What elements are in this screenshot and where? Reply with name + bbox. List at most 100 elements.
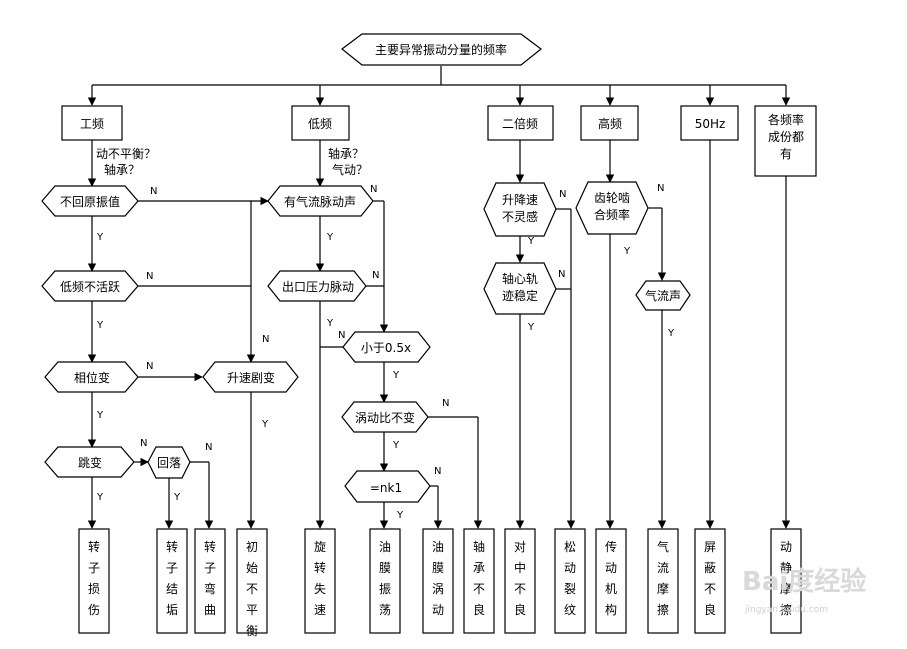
result-label: 转子结垢: [166, 539, 178, 617]
edge-label-yes: Y: [96, 410, 104, 421]
result-box-frame: [595, 528, 627, 634]
watermark-url: jingyan.baidu.com: [744, 605, 828, 615]
result-oil-whirl: 油膜涡动: [422, 528, 454, 634]
result-rotor-damage: 转子损伤: [78, 528, 110, 634]
result-boxes: 转子损伤转子结垢转子弯曲初始不平衡旋转失速油膜振荡油膜涡动轴承不良对中不良松动裂…: [78, 528, 802, 638]
result-label: 初始不平衡: [246, 540, 258, 638]
branch-low-freq: 低频: [291, 105, 350, 141]
note-power-freq-2: 轴承？: [104, 162, 140, 177]
connector-lines: [87, 66, 791, 529]
edge-label-yes: Y: [326, 318, 334, 329]
edge-label-no: N: [434, 466, 441, 477]
result-box-frame: [369, 528, 401, 634]
edge-label-no: N: [442, 398, 449, 409]
result-box-frame: [463, 528, 495, 634]
decision-speed-up: 升速剧变: [202, 361, 299, 393]
edge-label-no: N: [205, 442, 212, 453]
edge-label-yes: Y: [326, 232, 334, 243]
branch-50hz: 50Hz: [680, 105, 739, 141]
decision-less-half: 小于0.5x: [342, 331, 431, 363]
decision-air-sound: 气流声: [635, 280, 691, 311]
result-box-frame: [78, 528, 110, 634]
edge-label-yes: Y: [96, 232, 104, 243]
root-node: 主要异常振动分量的频率: [341, 33, 542, 66]
branch-low-freq-label: 低频: [308, 117, 332, 131]
result-label: 油膜振荡: [379, 540, 391, 617]
decision-whirl-ratio: 涡动比不变: [341, 401, 429, 433]
watermark-brand: Bai度经验: [742, 566, 866, 597]
decision-axis-stable-label: 轴心轨迹稳定: [502, 271, 538, 303]
result-rotor-bend: 转子弯曲: [194, 528, 226, 634]
edge-label-yes: Y: [392, 370, 400, 381]
result-initial-unbalance: 初始不平衡: [236, 528, 268, 638]
edge-label-no: N: [370, 184, 377, 195]
decision-phase-change-label: 相位变: [74, 370, 110, 385]
decision-outlet-pulse-label: 出口压力脉动: [282, 279, 354, 294]
result-transmission: 传动机构: [595, 528, 627, 634]
result-bearing-bad: 轴承不良: [463, 528, 495, 634]
result-box-frame: [554, 528, 586, 634]
edge-label-yes: Y: [527, 236, 535, 247]
result-box-frame: [422, 528, 454, 634]
result-label: 动静摩擦: [780, 540, 792, 617]
decision-phase-change: 相位变: [44, 361, 139, 393]
decision-outlet-pulse: 出口压力脉动: [267, 270, 367, 302]
result-box-frame: [504, 528, 536, 634]
edge-label-yes: Y: [527, 322, 535, 333]
note-low-freq-1: 轴承？: [328, 146, 364, 161]
edge-label-no: N: [559, 189, 566, 200]
result-box-frame: [694, 528, 726, 634]
watermark: Bai度经验 jingyan.baidu.com: [742, 566, 866, 615]
decision-fallback-label: 回落: [157, 456, 181, 470]
decision-low-freq-inactive: 低频不活跃: [41, 270, 139, 302]
result-misalignment: 对中不良: [504, 528, 536, 634]
edge-label-yes: Y: [396, 510, 404, 521]
branch-double-freq: 二倍频: [487, 105, 554, 141]
decision-whirl-ratio-label: 涡动比不变: [355, 410, 415, 425]
result-label: 屏蔽不良: [704, 540, 716, 617]
decision-speed-sensitive-label: 升降速不灵感: [502, 193, 538, 224]
edge-label-no: N: [558, 269, 565, 280]
edge-label-yes: Y: [261, 419, 269, 430]
result-box-frame: [194, 528, 226, 634]
edge-label-yes: Y: [392, 440, 400, 451]
result-box-frame: [236, 528, 268, 634]
result-box-frame: [156, 528, 188, 634]
edge-label-no: N: [140, 438, 147, 449]
result-label: 松动裂纹: [564, 540, 576, 617]
result-box-frame: [770, 528, 802, 634]
decision-eq-nk1-label: =nk1: [370, 481, 402, 495]
result-label: 轴承不良: [473, 539, 485, 617]
branch-50hz-label: 50Hz: [695, 117, 726, 131]
note-low-freq-2: 气动？: [332, 162, 368, 177]
branch-all-freq-label: 各频率成份都有: [768, 112, 804, 161]
decision-jump: 跳变: [44, 446, 135, 478]
edge-label-no: N: [146, 271, 153, 282]
result-label: 转子弯曲: [204, 539, 216, 617]
branch-power-freq: 工频: [61, 105, 123, 141]
branch-high-freq-label: 高频: [598, 116, 622, 131]
result-box-frame: [304, 528, 336, 634]
branch-all-freq: 各频率成份都有: [754, 105, 817, 177]
edge-label-no: N: [150, 186, 157, 197]
decision-speed-sensitive: 升降速不灵感: [483, 182, 557, 237]
result-label: 转子损伤: [88, 539, 100, 617]
decision-jump-label: 跳变: [78, 455, 102, 470]
result-box-frame: [647, 528, 679, 634]
result-air-friction: 气流摩擦: [647, 528, 679, 634]
result-shield-bad: 屏蔽不良: [694, 528, 726, 634]
edge-label-no: N: [372, 270, 379, 281]
root-label: 主要异常振动分量的频率: [375, 42, 507, 57]
branch-power-freq-label: 工频: [80, 117, 104, 131]
edge-label-yes: Y: [96, 492, 104, 503]
result-loose-crack: 松动裂纹: [554, 528, 586, 634]
note-power-freq-1: 动不平衡？: [96, 147, 156, 161]
decision-gear-mesh: 齿轮啮合频率: [575, 181, 649, 235]
edge-label-yes: Y: [96, 320, 104, 331]
decision-less-half-label: 小于0.5x: [361, 341, 411, 355]
edge-label-no: N: [146, 361, 153, 372]
decision-air-sound-label: 气流声: [645, 288, 681, 303]
